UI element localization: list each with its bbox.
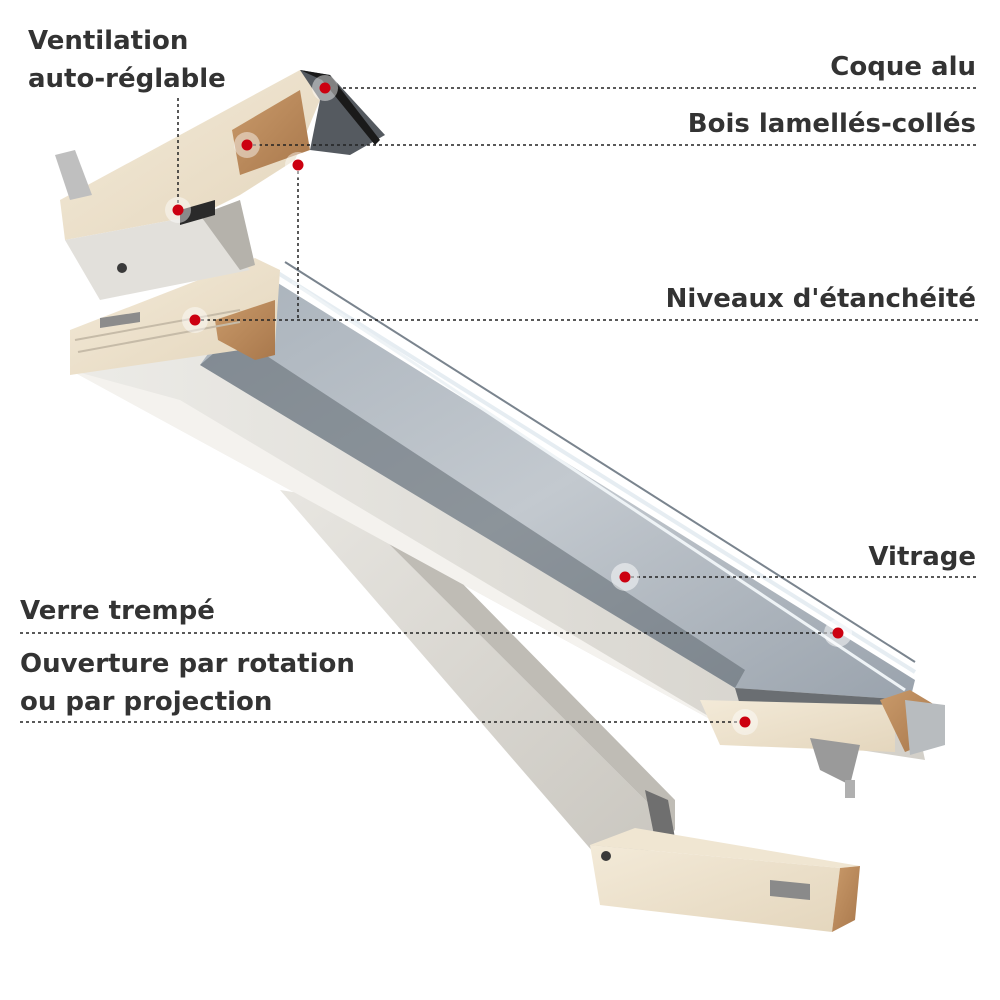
lower-lining-board (280, 490, 675, 860)
marker-vitrage (611, 563, 639, 591)
top-frame-section (55, 70, 385, 300)
label-ouverture-line2: ou par projection (20, 687, 273, 717)
sash-top-rail (70, 258, 280, 375)
marker-bois (234, 132, 260, 158)
label-ventilation-line1: Ventilation (28, 26, 189, 56)
label-ouverture-line1: Ouverture par rotation (20, 649, 355, 679)
marker-etancheite-top (285, 152, 311, 178)
marker-verre-trempe (824, 619, 852, 647)
leader-lines (20, 87, 978, 723)
label-vitrage: Vitrage (868, 542, 976, 572)
sash-bottom-rail (700, 690, 945, 798)
label-verre-trempe: Verre trempé (20, 596, 215, 626)
label-ventilation: Ventilation auto-réglable (28, 22, 226, 98)
bottom-frame-section (590, 828, 860, 932)
label-ventilation-line2: auto-réglable (28, 64, 226, 94)
marker-ventilation (165, 197, 191, 223)
label-ouverture: Ouverture par rotation ou par projection (20, 645, 355, 721)
label-bois-lamelles-colles: Bois lamellés-collés (687, 109, 976, 139)
marker-coque-alu (312, 75, 338, 101)
marker-niveaux (182, 307, 208, 333)
markers (165, 75, 852, 735)
label-coque-alu: Coque alu (830, 52, 976, 82)
marker-ouverture (732, 709, 758, 735)
label-niveaux-etancheite: Niveaux d'étanchéité (665, 284, 976, 314)
